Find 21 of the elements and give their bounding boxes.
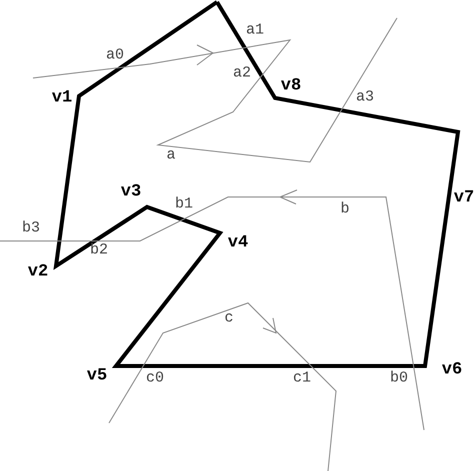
point-label: a0 <box>106 48 124 62</box>
point-label: b0 <box>390 370 408 386</box>
vertex-label: v2 <box>28 264 48 280</box>
point-label: b <box>340 202 350 216</box>
point-label: b2 <box>90 242 108 258</box>
point-label: a3 <box>356 90 374 104</box>
vertex-label: v8 <box>280 78 302 94</box>
point-label: a <box>166 148 176 162</box>
point-label: a1 <box>246 22 264 38</box>
point-label: b1 <box>175 196 193 212</box>
point-label: c0 <box>146 370 164 386</box>
point-label: c <box>224 310 234 326</box>
vertex-label: v3 <box>120 184 142 200</box>
vertex-label: v5 <box>86 368 108 384</box>
vertex-label: v6 <box>442 362 462 378</box>
vertex-label: v7 <box>454 190 474 206</box>
vertex-label: v1 <box>52 90 72 106</box>
vertex-label: v4 <box>228 234 248 252</box>
point-label: c1 <box>293 370 311 386</box>
point-label: b3 <box>22 220 40 236</box>
point-label: a2 <box>233 66 251 80</box>
